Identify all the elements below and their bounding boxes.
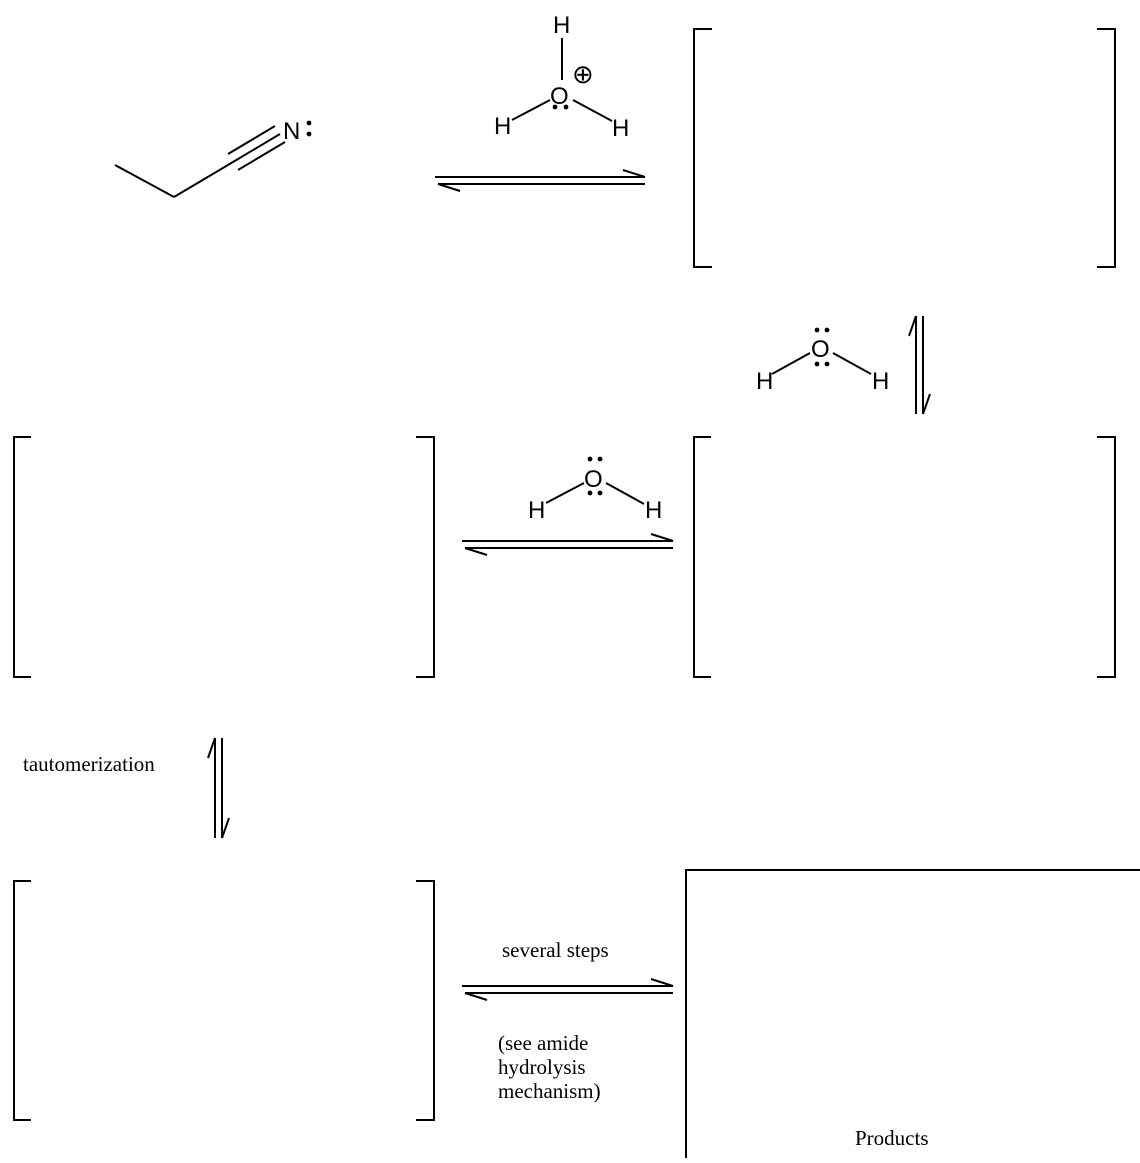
positive-charge: ⊕ (572, 59, 594, 89)
products-box (685, 869, 1140, 1158)
intermediate-bracket-4 (13, 880, 435, 1121)
intermediate-bracket-3 (693, 436, 1116, 678)
equilibrium-arrow-2 (908, 315, 931, 415)
hydronium-bond-right (572, 99, 613, 122)
hydronium-h-left: H (494, 113, 511, 140)
water2-h-right: H (645, 497, 662, 524)
atom-n: N (283, 118, 300, 145)
hydronium-lone-pair (552, 104, 569, 110)
hydronium-structure (511, 38, 613, 122)
equilibrium-arrow-1 (435, 169, 646, 192)
nitrogen-lone-pair (306, 120, 312, 137)
triple-bond-center (232, 133, 281, 163)
propanenitrile-structure (114, 125, 286, 198)
water-structure-2 (545, 482, 645, 505)
intermediate-bracket-2 (13, 436, 435, 678)
water2-h-left: H (528, 497, 545, 524)
intermediate-bracket-1 (693, 28, 1116, 268)
water1-h-right: H (872, 368, 889, 395)
ethyl-bond-2 (173, 161, 234, 198)
water1-o: O (811, 336, 830, 363)
triple-bond-upper (227, 125, 276, 155)
water1-bond-left (771, 352, 811, 375)
water1-lone-pairs (814, 327, 830, 367)
water-structure-1 (771, 352, 872, 375)
hydronium-bond-left (511, 99, 551, 121)
equilibrium-arrow-4 (207, 737, 230, 839)
water2-bond-right (605, 482, 645, 505)
hydronium-o: O (550, 83, 569, 110)
water1-bond-right (832, 352, 872, 375)
equilibrium-arrow-5 (462, 978, 674, 1001)
ethyl-bond-1 (114, 164, 175, 198)
water2-lone-pairs (587, 456, 603, 496)
water1-h-left: H (756, 368, 773, 395)
triple-bond-lower (237, 141, 286, 171)
water2-bond-left (545, 482, 585, 504)
equilibrium-arrow-3 (462, 533, 674, 556)
hydronium-h-right: H (612, 115, 629, 142)
water2-o: O (584, 466, 603, 493)
hydronium-h-top: H (553, 12, 570, 39)
